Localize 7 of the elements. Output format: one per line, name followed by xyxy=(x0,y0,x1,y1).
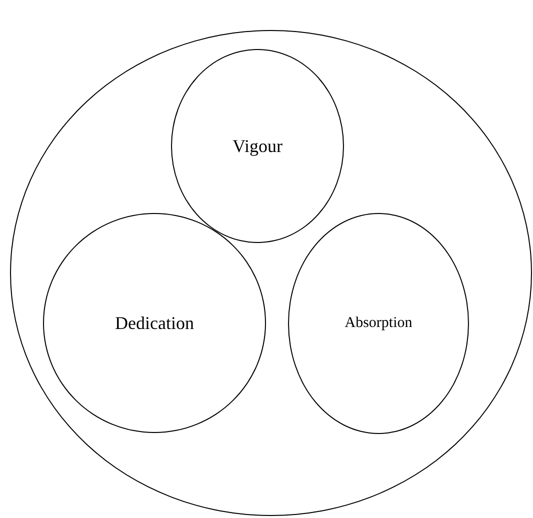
outer-circle xyxy=(10,30,532,516)
circle-node xyxy=(43,213,266,433)
circle-node xyxy=(171,49,344,243)
circle-label: Absorption xyxy=(344,315,412,332)
circle-label: Vigour xyxy=(232,136,282,156)
circle-node xyxy=(288,213,469,434)
circle-label: Dedication xyxy=(115,312,194,334)
